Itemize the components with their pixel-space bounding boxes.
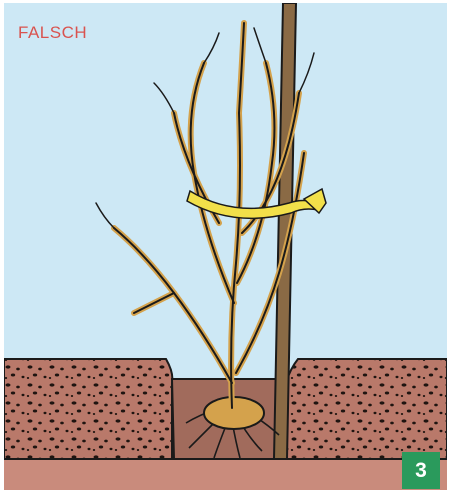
soil-right <box>286 359 447 459</box>
step-number-badge: 3 <box>402 452 440 489</box>
falsch-label: FALSCH <box>18 23 87 43</box>
tie-ribbon-icon <box>187 189 326 218</box>
ground-strip <box>4 459 447 490</box>
illustration-panel: FALSCH 3 <box>4 3 447 490</box>
shrub-planting-illustration <box>4 3 447 490</box>
soil-left <box>4 359 172 459</box>
